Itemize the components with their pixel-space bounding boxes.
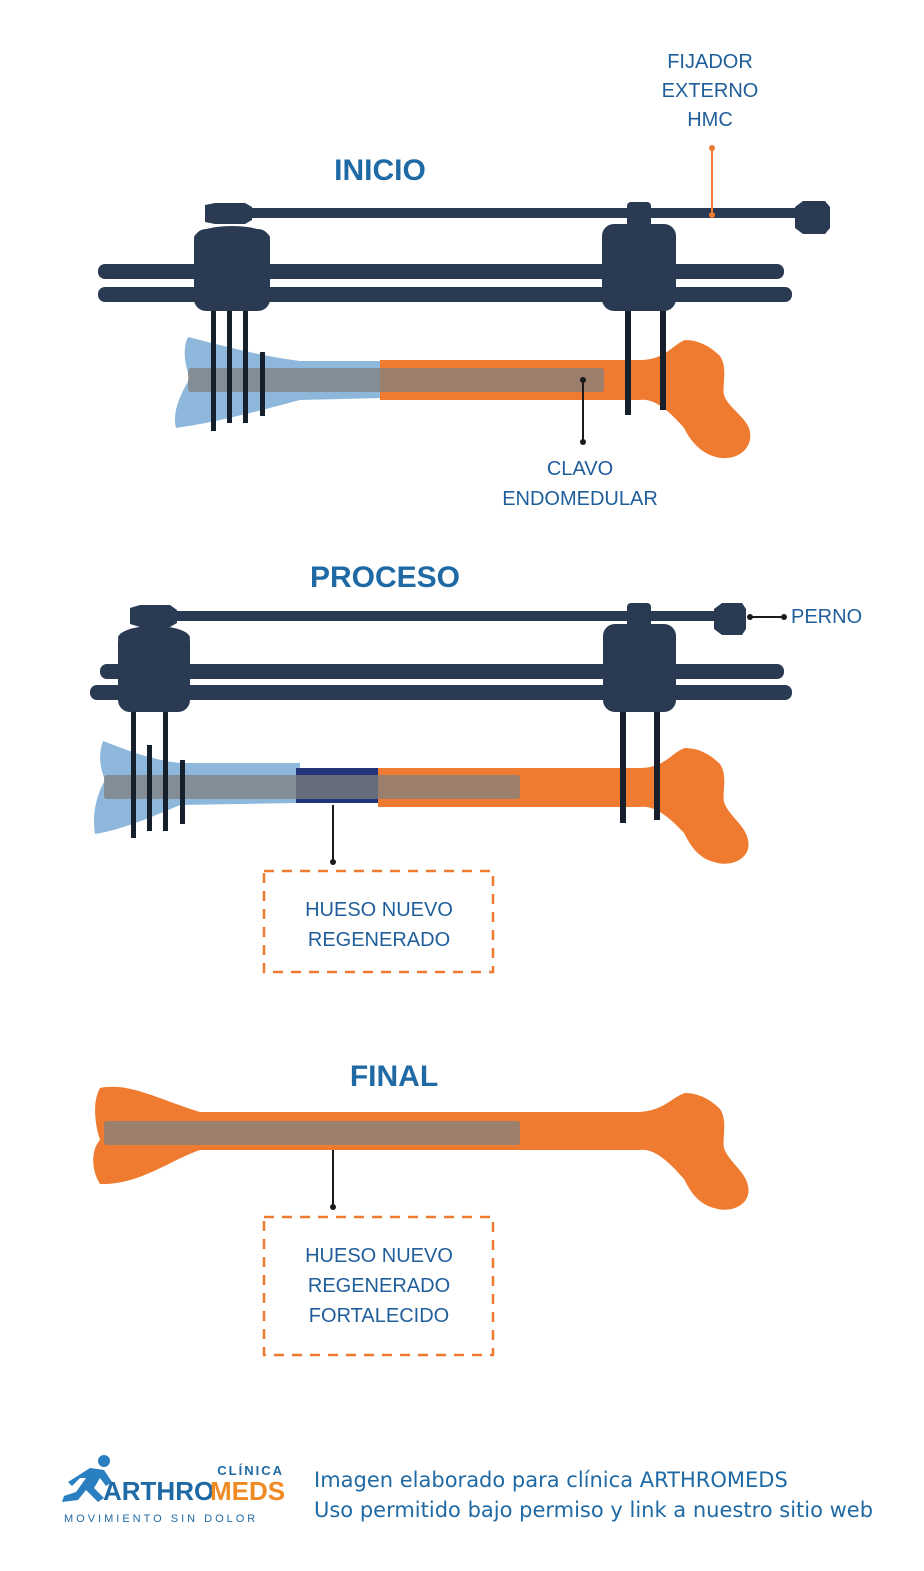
threaded-bolt <box>208 208 808 218</box>
footer-line-1: Imagen elaborado para clínica ARTHROMEDS <box>314 1468 788 1492</box>
callout-perno: PERNO <box>747 606 862 628</box>
intramedullary-nail <box>188 368 604 392</box>
footer-credits: Imagen elaborado para clínica ARTHROMEDS… <box>314 1468 873 1522</box>
stage-final: FINAL HUESO NUEVO REGENERADO FORTALECIDO <box>93 1060 749 1357</box>
healed-bone <box>93 1086 749 1210</box>
fixator-rod <box>100 664 784 679</box>
label-fijador-2: EXTERNO <box>662 80 759 102</box>
callout-hueso-nuevo: HUESO NUEVO REGENERADO <box>262 805 495 974</box>
stage-proceso: PROCESO <box>90 561 862 974</box>
stage-title-proceso: PROCESO <box>310 561 460 594</box>
label-fortalecido-1: HUESO NUEVO <box>305 1245 453 1267</box>
fixator-clamp <box>194 229 270 311</box>
logo-brand-b: MEDS <box>210 1476 285 1506</box>
bolt-head <box>130 605 177 627</box>
logo: CLÍNICA ARTHRO MEDS MOVIMIENTO SIN DOLOR <box>62 1455 285 1525</box>
pins-right <box>620 705 660 823</box>
pins-left <box>211 305 265 431</box>
bolt-knob <box>795 201 830 234</box>
bolt-knob <box>714 603 746 635</box>
intramedullary-nail <box>104 1121 520 1145</box>
label-clavo-1: CLAVO <box>547 458 613 480</box>
label-fortalecido-2: REGENERADO <box>308 1275 450 1297</box>
logo-tagline: MOVIMIENTO SIN DOLOR <box>64 1513 258 1525</box>
label-perno: PERNO <box>791 606 862 628</box>
logo-brand-a: ARTHRO <box>103 1476 214 1506</box>
callout-fijador: FIJADOR EXTERNO HMC <box>662 51 759 218</box>
stage-title-inicio: INICIO <box>334 154 426 187</box>
label-fortalecido-3: FORTALECIDO <box>309 1305 449 1327</box>
threaded-bolt <box>134 611 734 621</box>
logo-clinica: CLÍNICA <box>217 1463 284 1478</box>
fixator-clamp <box>603 624 676 712</box>
label-fijador-1: FIJADOR <box>667 51 753 73</box>
fixator-rod <box>90 685 792 700</box>
intramedullary-nail <box>104 775 520 799</box>
label-clavo-2: ENDOMEDULAR <box>502 488 658 510</box>
running-figure-icon <box>62 1455 112 1502</box>
label-hueso-nuevo-2: REGENERADO <box>308 929 450 951</box>
fixator-clamp <box>602 224 676 311</box>
pins-left <box>131 705 185 838</box>
original-bone <box>378 748 749 864</box>
label-hueso-nuevo-1: HUESO NUEVO <box>305 899 453 921</box>
label-fijador-3: HMC <box>687 109 733 131</box>
fixator-clamp <box>118 630 190 712</box>
bolt-head <box>205 203 252 224</box>
callout-clavo: CLAVO ENDOMEDULAR <box>502 377 658 510</box>
pins-right <box>625 305 666 415</box>
stage-inicio: INICIO <box>98 51 830 510</box>
stage-title-final: FINAL <box>350 1060 438 1093</box>
footer-line-2: Uso permitido bajo permiso y link a nues… <box>314 1498 873 1522</box>
original-bone <box>380 340 751 459</box>
callout-hueso-fortalecido: HUESO NUEVO REGENERADO FORTALECIDO <box>262 1150 495 1357</box>
